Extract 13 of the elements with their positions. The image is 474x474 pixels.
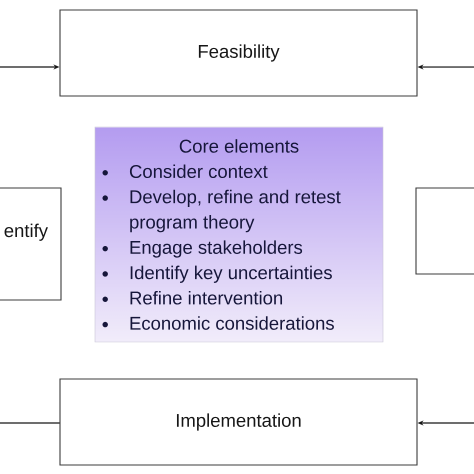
- info-panel: [94, 126, 384, 342]
- process-box: entify: [0, 187, 62, 301]
- list-item: Consider context: [130, 164, 268, 178]
- list-item: Economic considerations: [130, 316, 334, 330]
- list-item: Develop, refine and retest program theory: [130, 190, 341, 232]
- panel-heading: Core elements: [180, 139, 298, 153]
- process-box: Feasibility: [59, 9, 418, 97]
- process-box: Implementation: [59, 378, 418, 466]
- process-box: [415, 187, 474, 275]
- list-item: Engage stakeholders: [130, 240, 302, 258]
- list-item: Refine intervention: [130, 290, 282, 305]
- list-item: Identify key uncertainties: [130, 266, 332, 283]
- connector-line: [0, 422, 60, 424]
